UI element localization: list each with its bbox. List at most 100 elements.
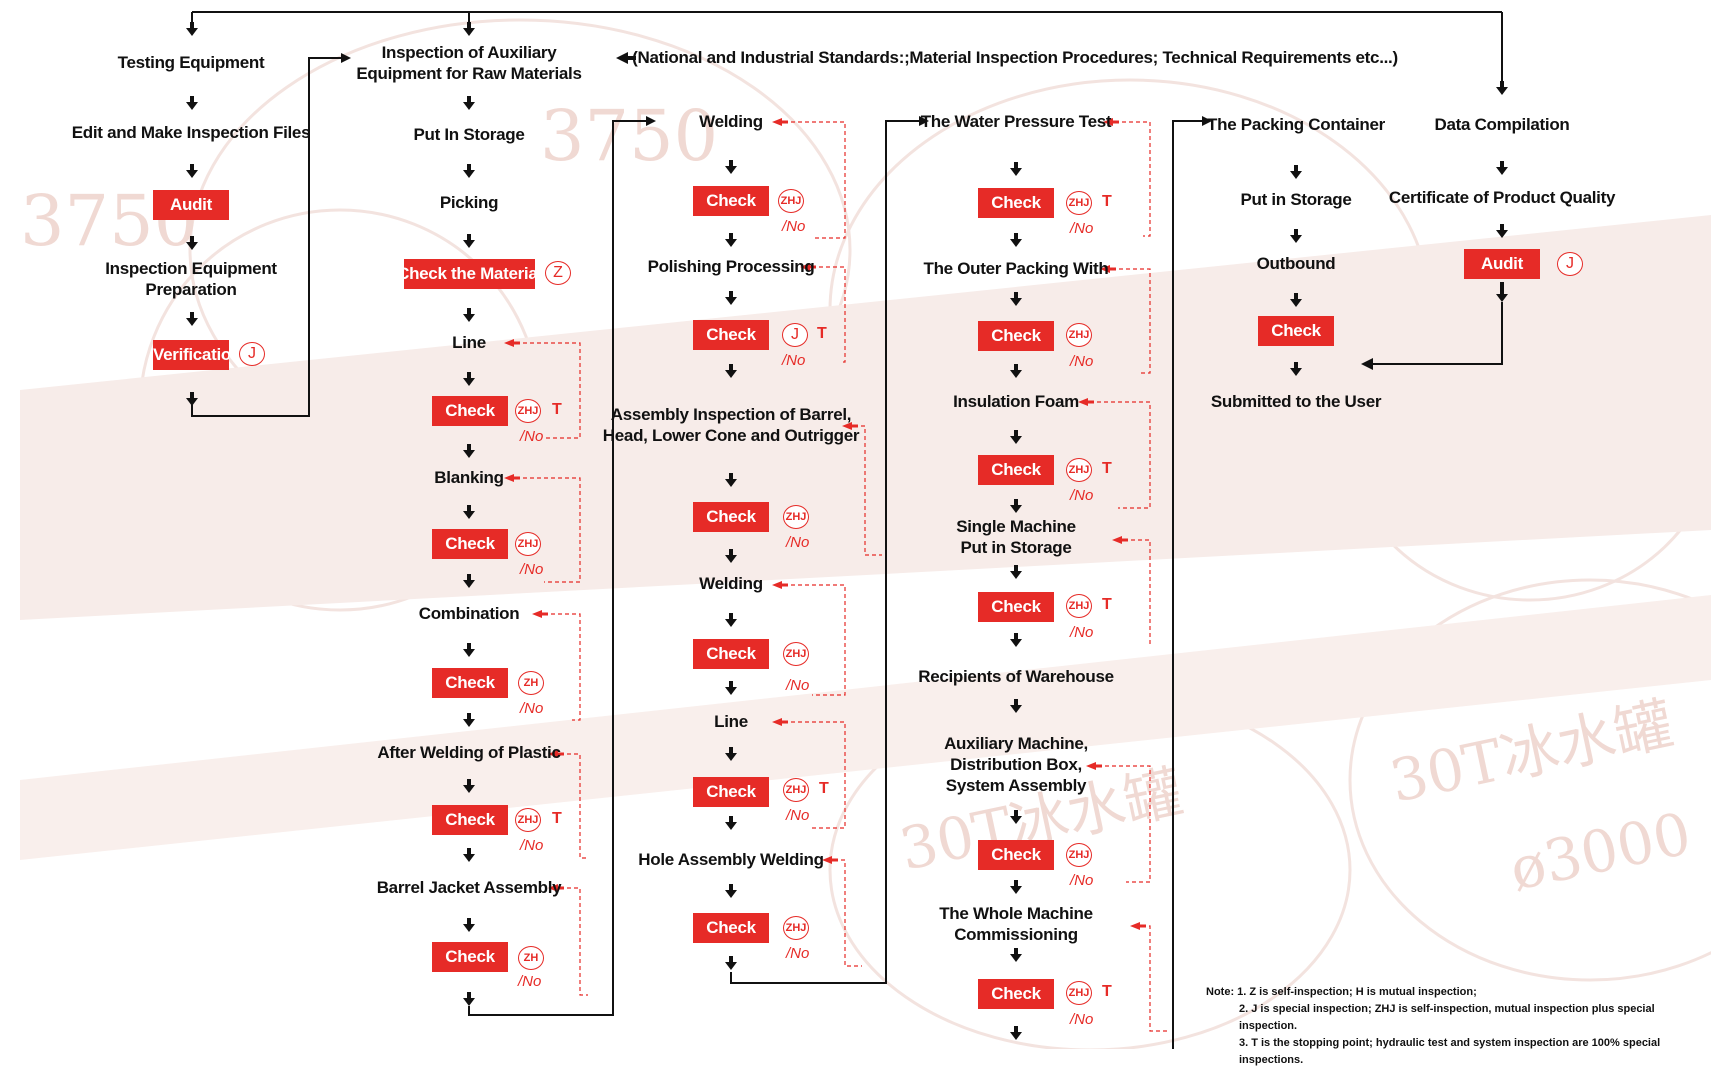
check-box: Check: [978, 592, 1054, 622]
down-arrow-head: [725, 687, 737, 695]
outer-packing-label: The Outer Packing With: [923, 259, 1109, 278]
check-box: Check: [978, 455, 1054, 485]
connector-col6-col5: [1372, 302, 1503, 365]
down-arrow-head: [1010, 370, 1022, 378]
zhj-mark: ZHJ: [515, 532, 541, 556]
rework-arrow-head: [1130, 922, 1140, 930]
down-arrow-head: [463, 998, 475, 1006]
water-pressure-test-label: The Water Pressure Test: [920, 112, 1112, 131]
down-arrow-head: [1010, 505, 1022, 513]
rework-arrow-head: [1112, 536, 1122, 544]
rework-arrow-head: [1078, 398, 1088, 406]
zhj-mark: ZHJ: [1066, 458, 1092, 482]
t-mark: T: [817, 325, 827, 342]
rework-loop: [1115, 121, 1151, 237]
down-arrow-head: [1010, 705, 1022, 713]
rework-loop: [784, 721, 846, 829]
rework-loop: [560, 753, 588, 859]
audit-box: Audit: [153, 190, 229, 220]
down-arrow-head: [463, 924, 475, 932]
rework-arrow-head: [772, 718, 782, 726]
right-arrow-head: [341, 53, 351, 63]
rework-arrow-head: [532, 610, 542, 618]
down-arrow-head: [1290, 299, 1302, 307]
down-arrow-head: [725, 962, 737, 970]
picking-label: Picking: [439, 193, 499, 212]
down-arrow-head: [725, 479, 737, 487]
down-arrow-head: [1290, 368, 1302, 376]
down-arrow-head: [725, 297, 737, 305]
t-mark: T: [1102, 460, 1112, 477]
check-box: Check: [693, 777, 769, 807]
down-arrow-head: [463, 28, 475, 36]
edit-inspection-files-label: Edit and Make Inspection Files: [71, 123, 311, 142]
no-mark: /No: [782, 352, 806, 369]
left-arrow-head: [1361, 358, 1373, 370]
down-arrow-head: [1010, 298, 1022, 306]
insulation-foam-label: Insulation Foam: [953, 392, 1079, 411]
down-arrow-head: [1010, 816, 1022, 824]
down-arrow-head: [1290, 171, 1302, 179]
check-box: Check: [693, 320, 769, 350]
zhj-mark: ZHJ: [1066, 594, 1092, 618]
rework-loop: [1124, 539, 1152, 646]
testing-equipment-label: Testing Equipment: [117, 53, 265, 72]
rework-arrow-head: [504, 339, 514, 347]
put-in-storage-label: Put In Storage: [413, 125, 525, 144]
check-box: Check: [693, 639, 769, 669]
down-arrow-head: [725, 370, 737, 378]
rework-arrow-head: [772, 118, 782, 126]
down-arrow-head: [725, 890, 737, 898]
barrel-jacket-label: Barrel Jacket Assembly: [376, 878, 562, 897]
verification-box: Verification: [153, 340, 229, 370]
check-box: Check: [978, 979, 1054, 1009]
down-arrow-head: [463, 580, 475, 588]
rework-arrow-head: [822, 856, 832, 864]
check-box: Check: [978, 188, 1054, 218]
certificate-quality-label: Certificate of Product Quality: [1388, 188, 1616, 207]
rework-loop: [1090, 401, 1151, 509]
right-arrow-head: [919, 116, 929, 126]
down-arrow-head: [1010, 1032, 1022, 1040]
check-box: Check: [978, 840, 1054, 870]
no-mark: /No: [1070, 220, 1094, 237]
down-arrow-head: [1010, 954, 1022, 962]
polishing-label: Polishing Processing: [647, 257, 815, 276]
down-arrow-head: [186, 398, 198, 406]
line-label: Line: [452, 333, 486, 352]
no-mark: /No: [786, 534, 810, 551]
down-arrow-head: [463, 785, 475, 793]
rework-arrow-head: [1086, 762, 1096, 770]
rework-loop: [1142, 925, 1170, 1032]
down-arrow-head: [463, 102, 475, 110]
line-label: Line: [714, 712, 748, 731]
no-mark: /No: [782, 218, 806, 235]
no-mark: /No: [520, 837, 544, 854]
zh-mark: ZH: [518, 946, 544, 970]
combination-label: Combination: [418, 604, 520, 623]
zhj-mark: ZHJ: [515, 808, 541, 832]
right-arrow-head: [646, 116, 656, 126]
t-mark: T: [819, 780, 829, 797]
check-box: Check: [432, 668, 508, 698]
rework-loop: [544, 613, 581, 721]
t-mark: T: [1102, 983, 1112, 1000]
zhj-mark: ZHJ: [783, 916, 809, 940]
down-arrow-head: [1010, 571, 1022, 579]
rework-loop: [516, 477, 581, 583]
down-arrow-head: [1010, 886, 1022, 894]
down-arrow-head: [186, 170, 198, 178]
zhj-mark: ZHJ: [1066, 323, 1092, 347]
hole-assembly-label: Hole Assembly Welding: [638, 850, 824, 869]
down-arrow-head: [1010, 639, 1022, 647]
check-box: Check: [432, 805, 508, 835]
z-mark: Z: [545, 261, 571, 285]
no-mark: /No: [1070, 353, 1094, 370]
check-box: Check: [693, 502, 769, 532]
no-mark: /No: [786, 945, 810, 962]
t-mark: T: [1102, 596, 1112, 613]
down-arrow-head: [725, 555, 737, 563]
down-arrow-head: [186, 242, 198, 250]
